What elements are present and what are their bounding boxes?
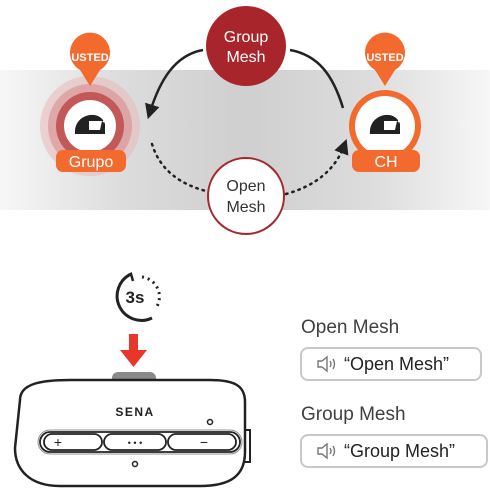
minus-button-label: −	[200, 434, 208, 450]
group-mesh-line2: Mesh	[226, 49, 265, 66]
group-mesh-circle	[206, 6, 286, 86]
left-label-pill	[56, 150, 126, 172]
open-mesh-prompt-text: “Open Mesh”	[344, 353, 450, 374]
right-badge-text: USTED	[366, 52, 403, 64]
helmet-icon	[369, 114, 403, 134]
timer-label: 3s	[126, 288, 145, 307]
open-mesh-circle	[207, 157, 285, 235]
speaker-icon	[317, 442, 336, 460]
timer-icon	[115, 272, 161, 322]
plus-button-label: +	[54, 434, 62, 450]
open-mesh-line1: Open	[226, 178, 265, 195]
group-mesh-line1: Group	[224, 29, 269, 46]
brand-label: SENA	[115, 405, 154, 419]
center-button[interactable]	[103, 433, 167, 451]
arc-arrow-left	[145, 48, 204, 120]
right-label-text: CH	[374, 154, 397, 171]
helmet-icon	[74, 114, 108, 134]
speaker-icon	[317, 355, 336, 373]
arc-arrow-right	[289, 48, 345, 109]
press-arrow-icon	[120, 334, 147, 367]
open-mesh-title: Open Mesh	[301, 317, 400, 338]
plus-button[interactable]	[43, 433, 103, 451]
left-badge-text: USTED	[71, 52, 108, 64]
dotted-arc-left	[150, 142, 212, 194]
open-mesh-prompt: “Open Mesh”	[300, 347, 482, 381]
group-mesh-prompt-text: “Group Mesh”	[344, 440, 456, 461]
group-mesh-prompt: “Group Mesh”	[300, 434, 488, 468]
right-pin	[365, 32, 405, 86]
center-button-label: • • •	[128, 438, 142, 448]
dotted-arc-right	[284, 138, 349, 196]
left-label-text: Grupo	[69, 154, 114, 171]
right-label-pill	[352, 150, 420, 172]
open-mesh-line2: Mesh	[226, 199, 265, 216]
group-mesh-title: Group Mesh	[301, 404, 406, 425]
left-pin	[70, 32, 110, 86]
intercom-device	[13, 372, 251, 488]
minus-button[interactable]	[167, 433, 237, 451]
